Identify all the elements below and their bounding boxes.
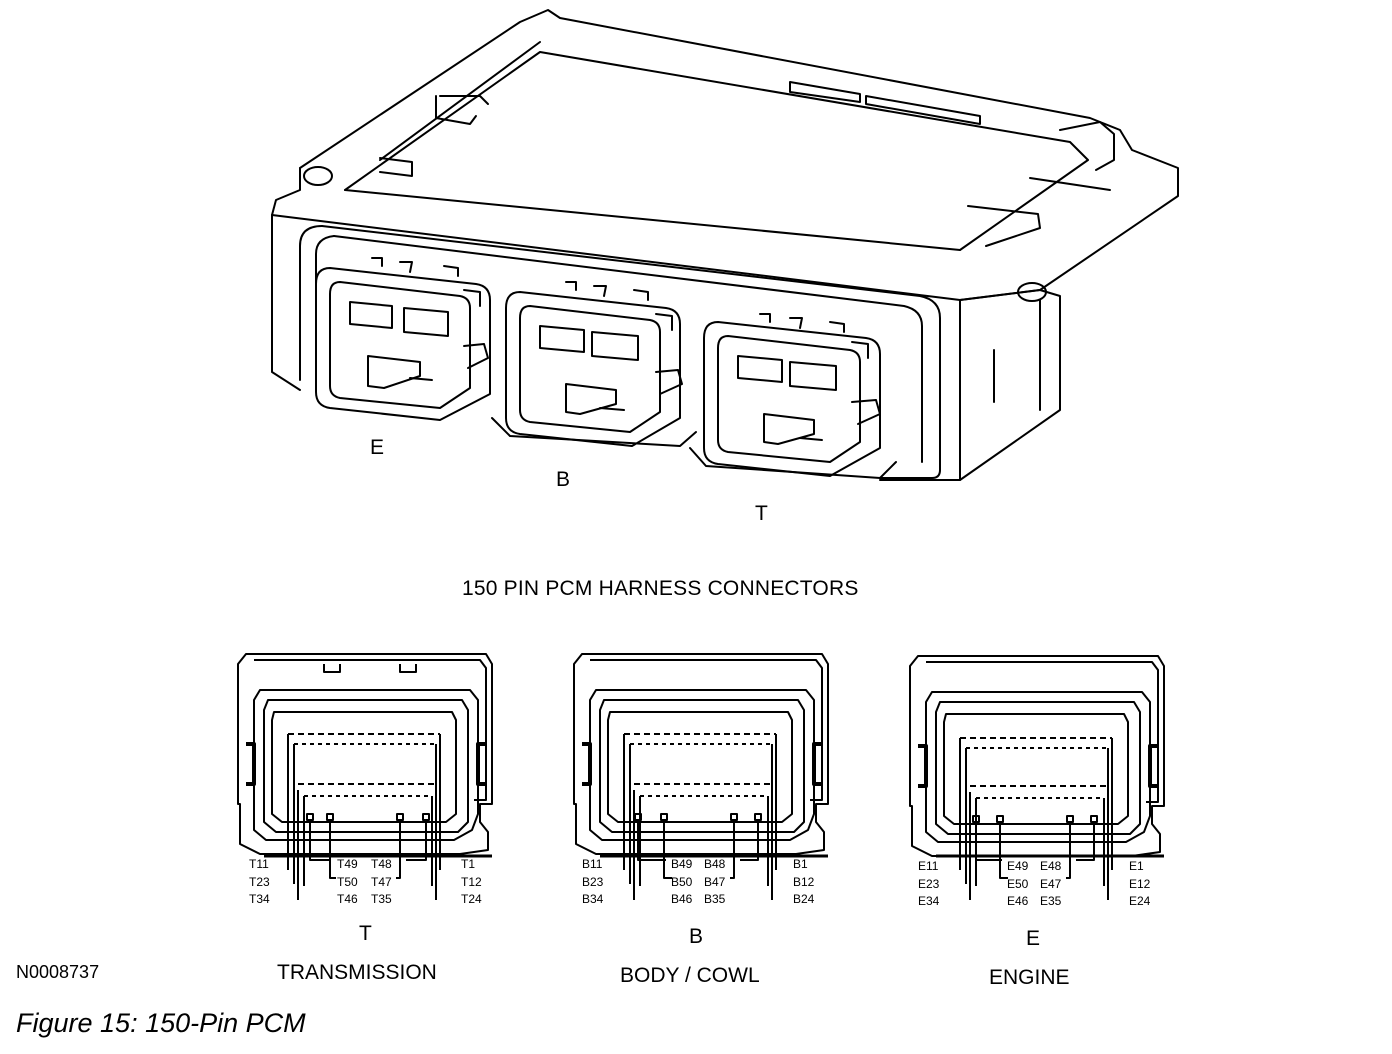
figure-caption: Figure 15: 150-Pin PCM	[16, 1008, 306, 1038]
pin-label: B48	[704, 857, 726, 871]
pin-label: B49	[671, 857, 693, 871]
connector-name-t: TRANSMISSION	[277, 961, 437, 984]
module-label-t: T	[755, 502, 768, 525]
pin-label: E1	[1129, 859, 1144, 873]
pin-label: E11	[918, 859, 939, 873]
connector-letter-b: B	[689, 925, 704, 948]
connector-name-e: ENGINE	[989, 966, 1070, 989]
diagram-title: 150 PIN PCM HARNESS CONNECTORS	[462, 577, 859, 600]
pin-label: T50	[337, 875, 358, 889]
connector-letter-t: T	[359, 922, 372, 945]
pin-label: E34	[918, 894, 940, 908]
pin-label: T35	[371, 892, 392, 906]
module-label-e: E	[370, 436, 385, 459]
pin-label: E46	[1007, 894, 1029, 908]
pin-label: T34	[249, 892, 270, 906]
pin-label: T12	[461, 875, 482, 889]
pin-label: T1	[461, 857, 476, 871]
pin-label: B46	[671, 892, 693, 906]
pin-label: T48	[371, 857, 392, 871]
pin-label: E48	[1040, 859, 1062, 873]
connector-face-e	[909, 655, 1165, 900]
pin-label: B35	[704, 892, 726, 906]
pin-label: B11	[582, 857, 603, 871]
module-label-b: B	[556, 468, 571, 491]
pin-label: B1	[793, 857, 808, 871]
connector-e-module	[315, 257, 491, 421]
pin-label: T23	[249, 875, 270, 889]
pin-label: B24	[793, 892, 815, 906]
pin-label: E24	[1129, 894, 1151, 908]
pin-label: E47	[1040, 877, 1062, 891]
connector-letter-e: E	[1026, 927, 1041, 950]
pin-label: E23	[918, 877, 940, 891]
pin-label: B50	[671, 875, 693, 889]
pin-label: B12	[793, 875, 815, 889]
pin-label: T24	[461, 892, 482, 906]
pin-label: E49	[1007, 859, 1029, 873]
pin-label: B23	[582, 875, 604, 889]
pin-label: T46	[337, 892, 358, 906]
pin-label: B34	[582, 892, 604, 906]
pin-label: B47	[704, 875, 726, 889]
connector-name-b: BODY / COWL	[620, 964, 760, 987]
connector-face-t	[237, 653, 493, 900]
connector-b-module	[491, 281, 697, 447]
pin-label: T47	[371, 875, 392, 889]
pin-label: T49	[337, 857, 358, 871]
drawing-id: N0008737	[16, 962, 100, 982]
connector-t-module	[689, 313, 897, 479]
pin-label: E50	[1007, 877, 1029, 891]
pin-label: E12	[1129, 877, 1151, 891]
pin-label: T11	[249, 857, 269, 871]
pin-label: E35	[1040, 894, 1062, 908]
connector-face-b	[573, 653, 829, 900]
